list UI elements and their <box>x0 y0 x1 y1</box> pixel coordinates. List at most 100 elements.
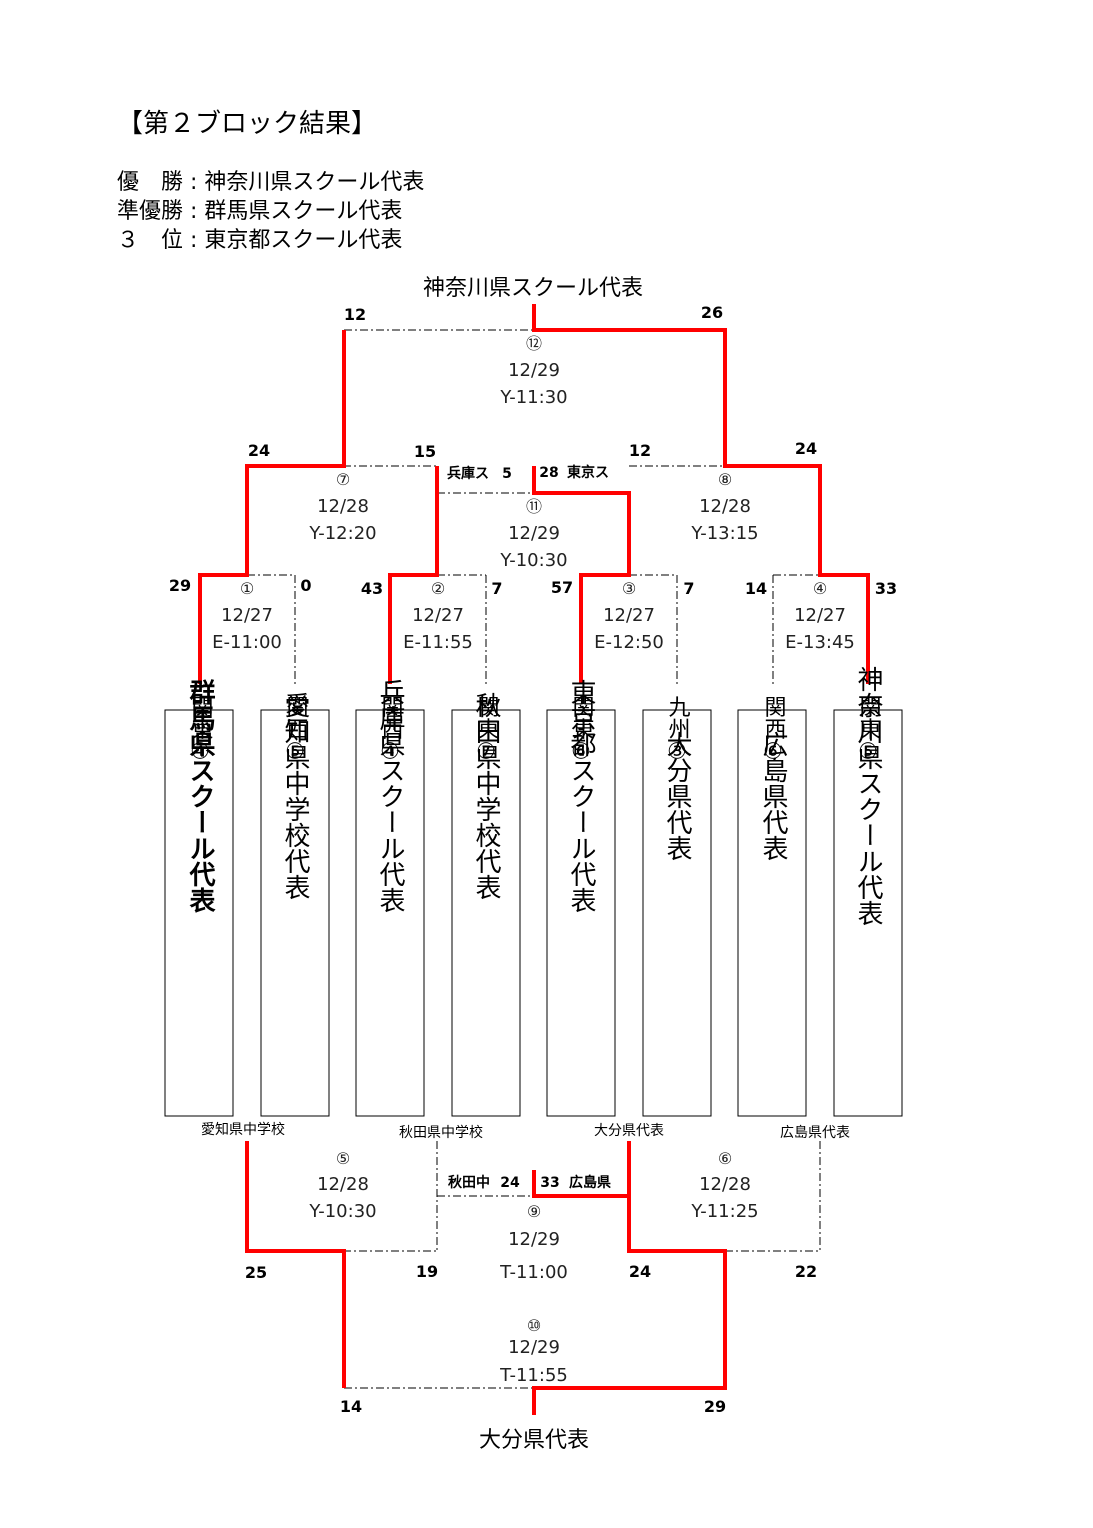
team-region: 関東④ <box>188 696 214 765</box>
block-title: 【第２ブロック結果】 <box>117 109 378 139</box>
score: 19 <box>416 1262 438 1281</box>
game-date: 12/29 <box>508 360 560 381</box>
scores: 29 0 43 7 57 7 14 33 24 15 12 24 兵庫ス 5 2… <box>169 303 897 1416</box>
team-region: 関東⑦ <box>474 696 500 765</box>
game-date: 12/27 <box>221 605 273 626</box>
game-number: ⑪ <box>526 497 542 516</box>
game-number: ② <box>431 579 445 598</box>
loser-labels: 愛知県中学校 秋田県中学校 大分県代表 広島県代表 <box>201 1121 850 1141</box>
score: 12 <box>629 441 651 460</box>
score: 24 <box>248 441 270 460</box>
team-labels: 関東④ 群馬県スクール代表 関西⑤ 愛知県中学校代表 関西④ 兵庫県スクール代表… <box>185 666 883 926</box>
game-number: ⑦ <box>336 470 350 489</box>
winning-lines <box>198 304 870 1415</box>
score: 26 <box>701 303 723 322</box>
game-date: 12/27 <box>412 605 464 626</box>
game-date: 12/29 <box>508 1337 560 1358</box>
score: 22 <box>795 1262 817 1281</box>
team-region: 関西⑤ <box>283 696 308 765</box>
loser-label: 愛知県中学校 <box>201 1121 285 1138</box>
game-number: ④ <box>813 579 827 598</box>
game-number: ③ <box>622 579 636 598</box>
result-rank: 準優勝 <box>117 199 184 224</box>
team-region: 関西⑥ <box>761 696 786 765</box>
game-number: ⑫ <box>526 334 542 353</box>
score-team: 兵庫ス <box>447 465 489 482</box>
team-region: 関東⑤ <box>856 696 882 765</box>
game-number: ① <box>240 579 254 598</box>
bottom-winner: 大分県代表 <box>479 1428 589 1453</box>
team-name: 東京都スクール代表 <box>566 679 596 913</box>
team-name: 愛知県中学校代表 <box>280 692 310 900</box>
result-team: 神奈川県スクール代表 <box>204 170 425 195</box>
loser-label: 秋田県中学校 <box>399 1124 483 1141</box>
game-date: 12/27 <box>603 605 655 626</box>
game-time: E-11:55 <box>403 632 473 653</box>
score: 29 <box>704 1397 726 1416</box>
result-third: ３ 位 : 東京都スクール代表 <box>117 228 403 253</box>
score: 24 <box>500 1175 520 1191</box>
score: 28 <box>539 465 558 481</box>
game-time: Y-12:20 <box>308 523 376 544</box>
score: 43 <box>361 579 383 598</box>
score: 14 <box>745 579 767 598</box>
team-name: 秋田県中学校代表 <box>471 692 501 900</box>
game-date: 12/28 <box>317 1174 369 1195</box>
game-time: Y-11:25 <box>690 1201 758 1222</box>
result-rank: ３ 位 <box>117 228 184 253</box>
game-time: Y-11:30 <box>499 387 567 408</box>
team-name: 群馬県スクール代表 <box>185 679 216 914</box>
result-team: 東京都スクール代表 <box>204 228 403 253</box>
result-runner-up: 準優勝 : 群馬県スクール代表 <box>117 199 403 224</box>
game-time: E-12:50 <box>594 632 664 653</box>
game-time: Y-13:15 <box>690 523 758 544</box>
score: 14 <box>340 1397 362 1416</box>
team-region: 九州③ <box>665 696 691 765</box>
team-region: 関東⑥ <box>569 696 595 765</box>
game-time: T-11:00 <box>499 1262 568 1283</box>
game-number: ⑤ <box>336 1149 350 1168</box>
result-team: 群馬県スクール代表 <box>204 199 403 224</box>
game-time: E-13:45 <box>785 632 855 653</box>
top-winner: 神奈川県スクール代表 <box>423 276 643 301</box>
game-time: T-11:55 <box>499 1365 568 1386</box>
game-date: 12/29 <box>508 523 560 544</box>
loser-label: 大分県代表 <box>594 1123 664 1139</box>
score: 7 <box>491 579 502 598</box>
game-date: 12/27 <box>794 605 846 626</box>
team-name: 兵庫県スクール代表 <box>375 679 405 913</box>
team-name: 大分県代表 <box>662 731 692 861</box>
result-champion: 優 勝 : 神奈川県スクール代表 <box>117 170 425 195</box>
score: 24 <box>795 439 817 458</box>
score: 25 <box>245 1263 267 1282</box>
game-info: ① 12/27 E-11:00 ② 12/27 E-11:55 ③ 12/27 … <box>212 334 855 1386</box>
score: 33 <box>875 579 897 598</box>
score-team: 広島県 <box>569 1174 611 1191</box>
game-date: 12/29 <box>508 1229 560 1250</box>
score: 15 <box>414 442 436 461</box>
game-time: E-11:00 <box>212 632 282 653</box>
game-date: 12/28 <box>699 496 751 517</box>
score-team: 東京ス <box>567 464 609 481</box>
game-time: Y-10:30 <box>308 1201 376 1222</box>
score: 29 <box>169 576 191 595</box>
team-region: 関西④ <box>378 696 403 765</box>
score: 5 <box>502 466 512 482</box>
team-boxes <box>164 709 903 1117</box>
result-rank: 優 勝 <box>117 170 184 195</box>
losing-lines <box>247 329 821 1389</box>
score-team: 秋田中 <box>448 1174 490 1191</box>
game-time: Y-10:30 <box>499 550 567 571</box>
game-number: ⑥ <box>718 1149 732 1168</box>
score: 7 <box>683 579 694 598</box>
game-date: 12/28 <box>317 496 369 517</box>
loser-label: 広島県代表 <box>780 1125 850 1141</box>
team-name: 神奈川県スクール代表 <box>853 666 883 926</box>
game-number: ⑧ <box>718 470 732 489</box>
score: 24 <box>629 1262 651 1281</box>
team-name: 広島県代表 <box>758 731 788 861</box>
score: 57 <box>551 578 573 597</box>
score: 0 <box>300 576 311 595</box>
score: 12 <box>344 305 366 324</box>
